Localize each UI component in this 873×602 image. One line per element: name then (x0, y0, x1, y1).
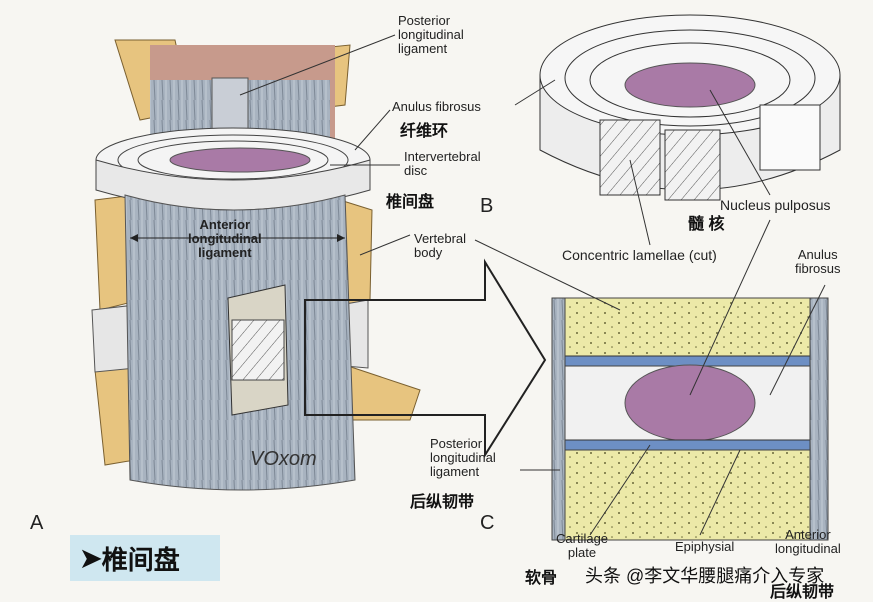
figure-letter-b: B (480, 195, 494, 217)
big-arrow (304, 258, 547, 459)
watermark: 头条 @李文华腰腿痛介入专家 (585, 566, 825, 586)
label-anulus-fibrosus-c: Anulus fibrosus (795, 247, 841, 276)
arrow-right (337, 234, 345, 242)
label-nucleus-pulposus: Nucleus pulposus (720, 197, 831, 213)
lower-vertebra-c (564, 449, 811, 541)
figure-c (551, 297, 829, 541)
leader-nucleus-b (709, 89, 771, 196)
disc-b-nucleus (624, 62, 756, 108)
leader-lines (239, 34, 826, 536)
disc-ring-2 (137, 140, 329, 180)
lower-plate-c (564, 439, 811, 451)
label-anulus-fibrosus-a: Anulus fibrosus (392, 99, 481, 114)
page-title: 椎间盘 (101, 544, 180, 575)
label-posterior-ligament-top: Posterior longitudinal ligament (398, 13, 464, 56)
disc-b-cut-3 (759, 104, 821, 171)
upper-plate-c (564, 355, 811, 367)
leader-vertebral-c (474, 239, 621, 311)
upper-vertebra-c (564, 297, 811, 357)
disc-b-ring-2 (589, 42, 791, 118)
leader-anulus-a (354, 109, 391, 151)
leader-nucleus-c (689, 219, 771, 396)
label-intervertebral-disc-zh: 椎间盘 (386, 194, 435, 211)
title-arrow-icon: ➤ (80, 542, 102, 573)
figure-b (539, 14, 841, 201)
anterior-ligament-c (809, 297, 829, 541)
label-epiphysial: Epiphysial (675, 539, 735, 554)
label-nucleus-zh: 髓 核 (688, 216, 725, 233)
leader-lamellae (629, 159, 651, 246)
label-anulus-fibrosus-a-zh: 纤维环 (400, 123, 449, 140)
label-anterior-ligament-c: Anterior longitudinal (775, 527, 841, 556)
figure-a (91, 39, 547, 491)
label-intervertebral-disc: Intervertebral disc (404, 149, 481, 178)
disc-nucleus (169, 147, 311, 173)
title-box: ➤ 椎间盘 (70, 535, 220, 581)
label-cartilage-zh: 软骨 (525, 570, 558, 587)
leader-body (359, 234, 411, 256)
leader-posterior (239, 34, 396, 96)
label-concentric-lamellae: Concentric lamellae (cut) (562, 247, 717, 263)
disc-b-cut-1 (599, 119, 661, 196)
leader-anulus-b (514, 79, 556, 106)
label-posterior-ligament-c: Posterior longitudinal ligament (430, 436, 496, 479)
label-posterior-ligament-c-zh: 后纵韧带 (410, 494, 475, 511)
label-cartilage-plate: Cartilage plate (556, 531, 609, 560)
nucleus-c (624, 364, 756, 442)
disc-b-cut-2 (664, 129, 721, 201)
figure-letter-a: A (30, 512, 44, 534)
disc-b-ring-1 (564, 29, 816, 127)
label-anterior-ligament: Anterior longitudinal ligament (188, 217, 262, 260)
posterior-ligament-c (551, 297, 566, 541)
cut-window-disc (231, 319, 285, 381)
arrow-left (130, 234, 138, 242)
figure-letter-c: C (480, 512, 495, 534)
label-anterior-ligament-c-zh: 后纵韧带 (770, 584, 835, 601)
leader-epiphysial (699, 449, 741, 536)
lower-bone-right (344, 364, 421, 421)
leader-cartilage (589, 444, 651, 536)
label-vertebral-body: Vertebral body (414, 231, 467, 260)
leader-anulus-c (769, 284, 826, 396)
artist-signature: VOxom (250, 448, 317, 470)
